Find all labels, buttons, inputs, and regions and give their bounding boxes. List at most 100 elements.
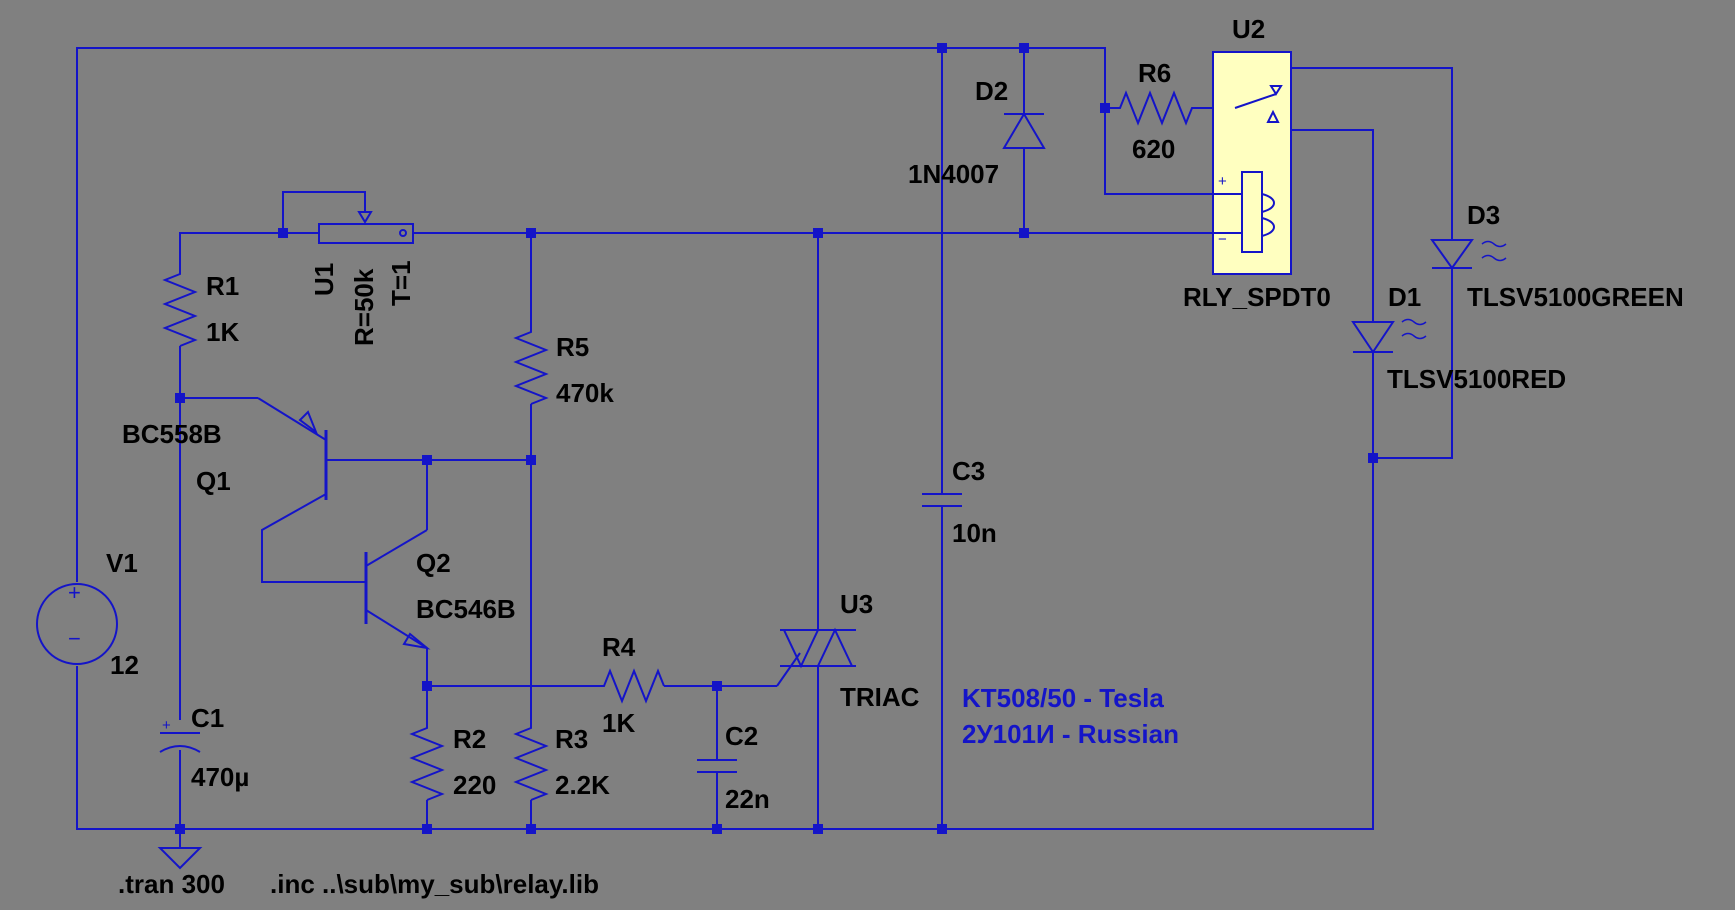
wire-ground-rail <box>76 458 1374 830</box>
r3-resistor <box>513 716 549 801</box>
v1-value-label: 12 <box>110 650 139 680</box>
r5-resistor <box>513 320 549 405</box>
u1-ref-label: U1 <box>309 263 339 296</box>
q2-collector-lead <box>365 529 428 567</box>
q1-pnp-transistor <box>257 397 328 500</box>
c1-plate-bottom <box>159 745 201 753</box>
junction-dot <box>422 455 432 465</box>
q1-emitter-lead <box>257 397 327 441</box>
d1-light-waves <box>1401 318 1427 340</box>
junction-dot <box>422 681 432 691</box>
c1-capacitor: + <box>159 717 201 753</box>
c3-value-label: 10n <box>952 518 997 548</box>
r1-resistor <box>162 262 198 347</box>
junction-dot <box>712 681 722 691</box>
junction-dot <box>813 228 823 238</box>
u3-model-label: TRIAC <box>840 682 920 712</box>
junction-dot <box>175 393 185 403</box>
d3-light-waves <box>1481 240 1507 262</box>
junction-dot <box>813 824 823 834</box>
r5-value-label: 470k <box>556 378 614 408</box>
junction-dot <box>937 824 947 834</box>
q2-model-label: BC546B <box>416 594 516 624</box>
junctions <box>175 43 1378 834</box>
wire-top-rail <box>76 47 1106 582</box>
r4-ref-label: R4 <box>602 632 636 662</box>
junction-dot <box>937 43 947 53</box>
junction-dot <box>526 455 536 465</box>
wire-d3-bottom <box>1373 268 1453 459</box>
u1-wiper-arrow <box>357 211 373 224</box>
c2-ref-label: C2 <box>725 721 758 751</box>
v1-circle <box>36 583 118 665</box>
v1-voltage-source: + − <box>36 580 118 665</box>
d2-diode <box>1002 112 1046 149</box>
wire-q1-q2-base <box>261 493 366 583</box>
junction-dot <box>526 228 536 238</box>
c2-value-label: 22n <box>725 784 770 814</box>
r5-ref-label: R5 <box>556 332 589 362</box>
u2-nc-contact-arrow <box>1266 109 1280 123</box>
c3-ref-label: C3 <box>952 456 985 486</box>
wire-relay-no <box>1275 67 1453 240</box>
u2-ref-label: U2 <box>1232 14 1265 44</box>
u3-ref-label: U3 <box>840 589 873 619</box>
u3-triangle-up <box>816 627 854 667</box>
q1-emitter-arrow <box>298 410 319 435</box>
u3-triangle-down <box>782 629 820 669</box>
u2-model-label: RLY_SPDT0 <box>1183 282 1331 312</box>
u2-no-contact-arrow <box>1269 85 1283 96</box>
ground-symbol <box>157 847 203 870</box>
r3-ref-label: R3 <box>555 724 588 754</box>
r6-ref-label: R6 <box>1138 58 1171 88</box>
r1-ref-label: R1 <box>206 271 239 301</box>
wire-middle-rail <box>179 232 319 262</box>
d1-model-label: TLSV5100RED <box>1387 364 1566 394</box>
junction-dot <box>712 824 722 834</box>
inc-directive: .inc ..\sub\my_sub\relay.lib <box>270 869 599 899</box>
u1-body <box>318 223 414 244</box>
q1-model-label: BC558B <box>122 419 222 449</box>
r6-value-label: 620 <box>1132 134 1175 164</box>
q1-ref-label: Q1 <box>196 466 231 496</box>
c1-value-label: 470µ <box>191 762 249 792</box>
d1-ref-label: D1 <box>1388 282 1421 312</box>
wire-r6-coil-plus <box>1104 108 1213 195</box>
r2-value-label: 220 <box>453 770 496 800</box>
v1-minus-sign: − <box>68 626 81 651</box>
u2-coil-minus-sign: − <box>1218 231 1227 248</box>
r4-value-label: 1K <box>602 708 635 738</box>
d2-model-label: 1N4007 <box>908 159 999 189</box>
u2-coil-plus-sign: + <box>1218 173 1227 190</box>
d2-triangle <box>1002 112 1046 149</box>
c1-ref-label: C1 <box>191 703 224 733</box>
u1-t-label: T=1 <box>386 260 416 306</box>
d3-model-label: TLSV5100GREEN <box>1467 282 1684 312</box>
r4-resistor <box>592 668 665 704</box>
v1-ref-label: V1 <box>106 548 138 578</box>
tran-directive: .tran 300 <box>118 869 225 899</box>
triac-note-line2: 2У101И - Russian <box>962 719 1179 749</box>
u3-triac <box>780 627 856 669</box>
r3-value-label: 2.2K <box>555 770 610 800</box>
d3-ref-label: D3 <box>1467 200 1500 230</box>
u2-coil-winding <box>1261 193 1275 237</box>
junction-dot <box>1368 453 1378 463</box>
junction-dot <box>1019 228 1029 238</box>
d2-ref-label: D2 <box>975 76 1008 106</box>
junction-dot <box>526 824 536 834</box>
d1-led <box>1351 318 1427 354</box>
u1-potentiometer <box>283 211 414 244</box>
wire-pot-wiper <box>282 191 366 233</box>
r6-resistor <box>1105 90 1235 126</box>
c3-capacitor <box>922 493 962 507</box>
triac-note-line1: KT508/50 - Tesla <box>962 683 1164 713</box>
v1-plus-sign: + <box>68 580 81 605</box>
d3-triangle <box>1430 239 1474 270</box>
u1-r-label: R=50k <box>349 268 379 346</box>
d1-triangle <box>1351 321 1395 354</box>
q2-ref-label: Q2 <box>416 548 451 578</box>
q2-emitter-arrow <box>402 632 431 650</box>
c1-plus-sign: + <box>162 717 171 734</box>
